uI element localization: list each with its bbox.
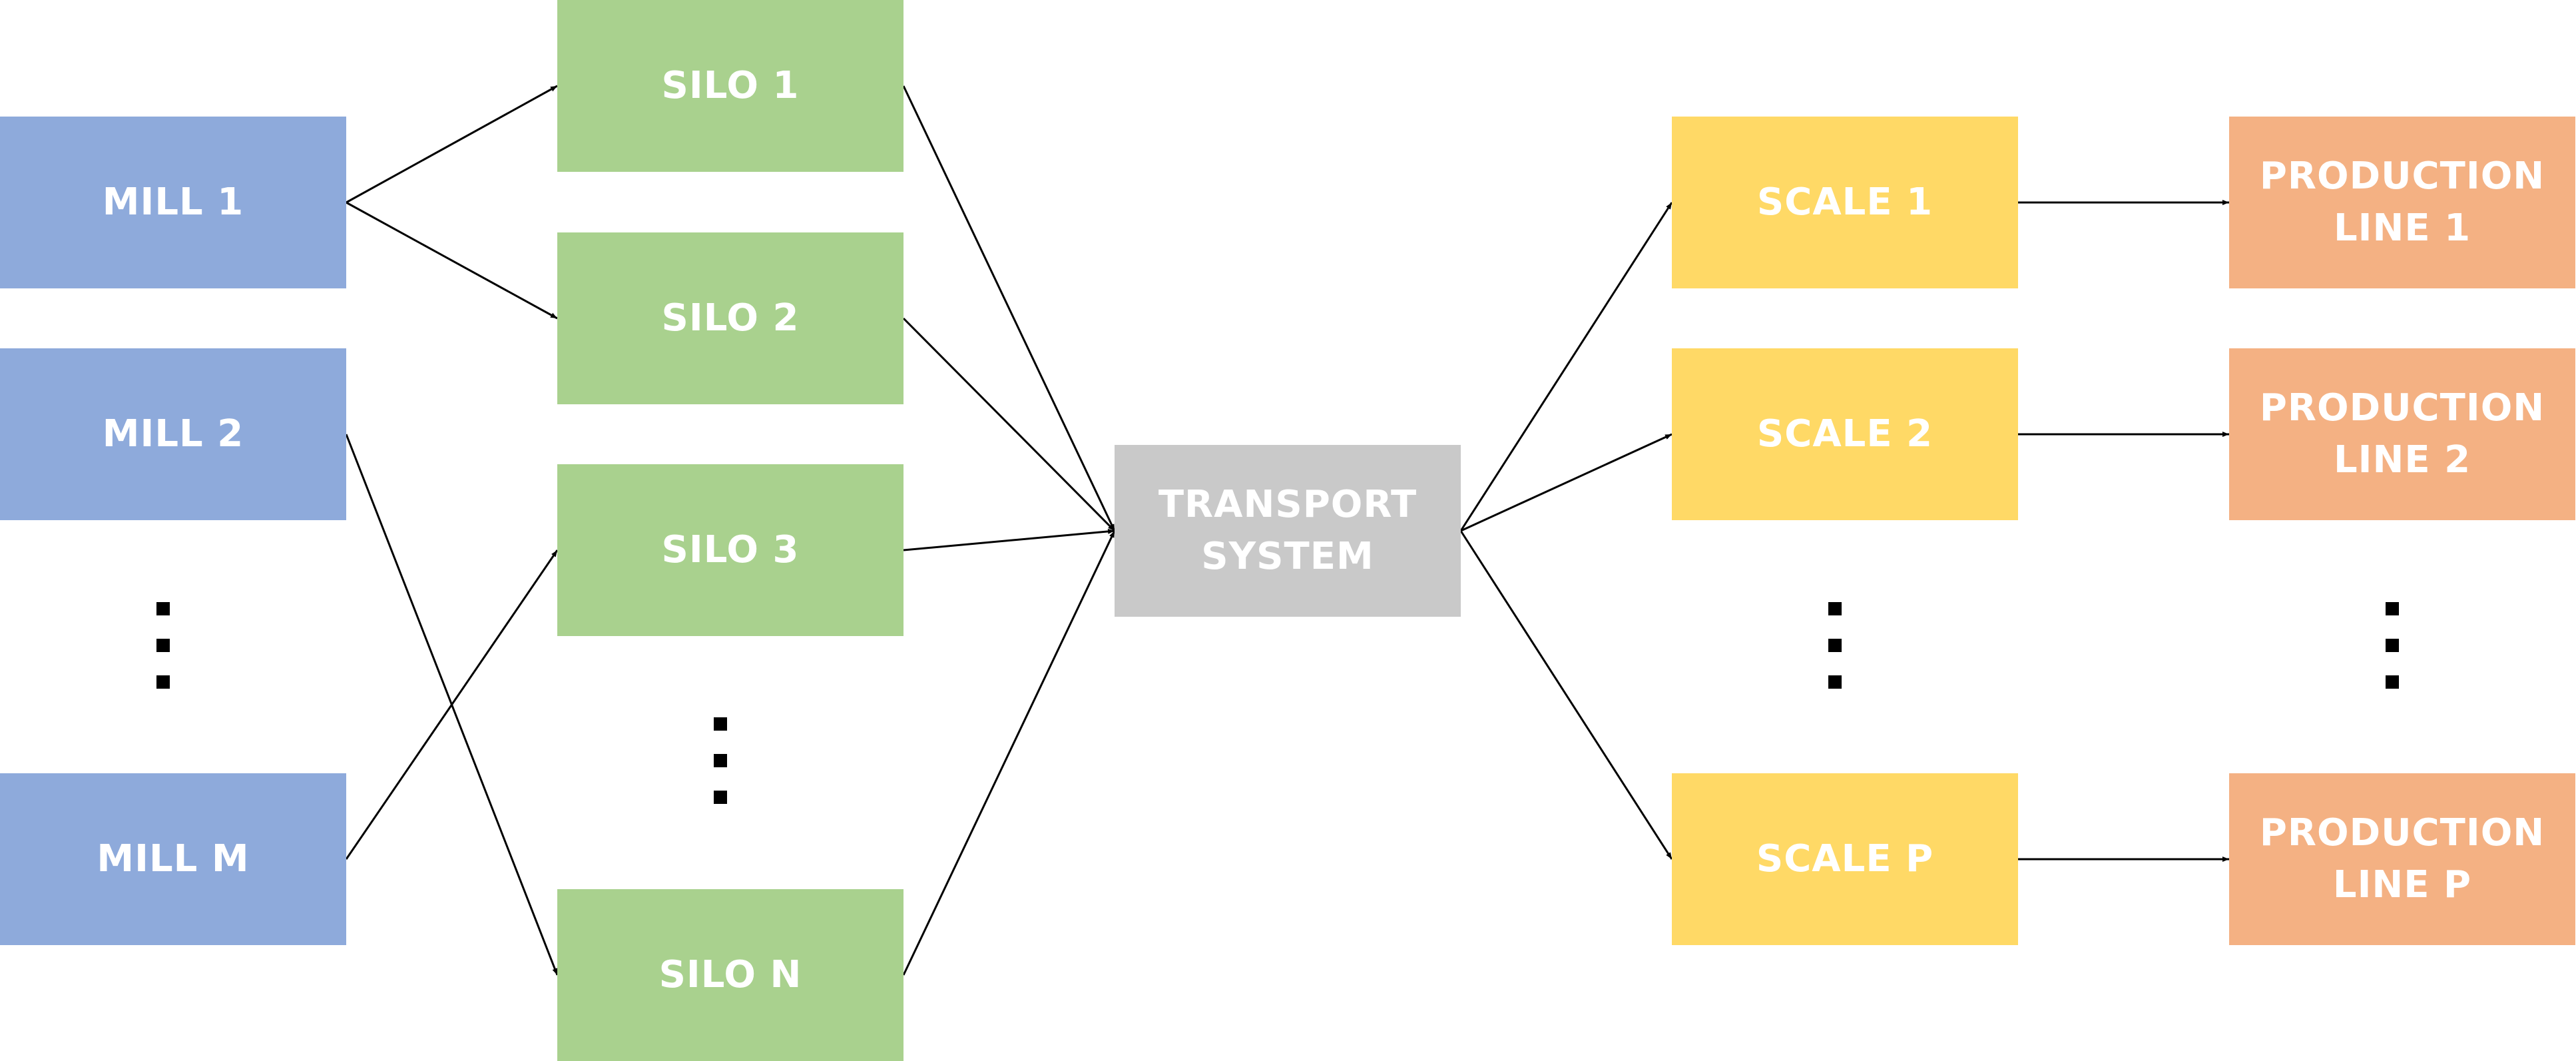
scale-1-label: SCALE 1 [1756,180,1933,224]
scale-2-label: SCALE 2 [1756,412,1933,456]
arrow-silo-n-to-transport-system [902,530,1116,976]
arrow-silo-3-to-transport-system [903,528,1115,551]
production-line-p: PRODUCTION LINE P [2229,773,2575,945]
arrow-mill-1-to-silo-1 [346,85,558,204]
silo-3-label: SILO 3 [661,528,800,571]
production-line-1: PRODUCTION LINE 1 [2229,117,2575,288]
silo-n: SILO N [557,889,903,1061]
transport-system: TRANSPORT SYSTEM [1115,445,1461,617]
production-line-p-label: PRODUCTION LINE P [2259,811,2545,906]
arrow-silo-1-to-transport-system [902,85,1116,531]
arrow-transport-system-to-scale-p [1459,530,1673,860]
scale-p-label: SCALE P [1756,837,1934,881]
arrow-transport-system-to-scale-2 [1460,433,1673,532]
scale-1: SCALE 1 [1672,117,2018,288]
mills-ellipsis [156,602,170,689]
mill-2-label: MILL 2 [102,412,244,456]
arrow-mill-m-to-silo-3 [345,549,559,860]
scales-ellipsis [1828,602,1842,689]
silos-ellipsis [714,717,727,804]
silo-1: SILO 1 [557,0,903,172]
production-line-2-label: PRODUCTION LINE 2 [2259,386,2545,482]
silo-1-label: SILO 1 [661,64,800,107]
mill-1: MILL 1 [0,117,346,288]
production-line-1-label: PRODUCTION LINE 1 [2259,155,2545,250]
silo-n-label: SILO N [658,953,802,996]
arrow-transport-system-to-scale-1 [1459,202,1673,531]
production-lines-ellipsis [2386,602,2399,689]
silo-2: SILO 2 [557,232,903,404]
silo-2-label: SILO 2 [661,296,800,340]
production-line-2: PRODUCTION LINE 2 [2229,348,2575,520]
scale-p: SCALE P [1672,773,2018,945]
arrow-mill-1-to-silo-2 [346,201,558,320]
mill-1-label: MILL 1 [102,180,244,224]
mill-m: MILL M [0,773,346,945]
transport-system-label: TRANSPORT SYSTEM [1158,483,1417,578]
silo-3: SILO 3 [557,464,903,636]
scale-2: SCALE 2 [1672,348,2018,520]
mill-m-label: MILL M [97,837,250,881]
mill-2: MILL 2 [0,348,346,520]
arrow-silo-2-to-transport-system [902,317,1116,532]
